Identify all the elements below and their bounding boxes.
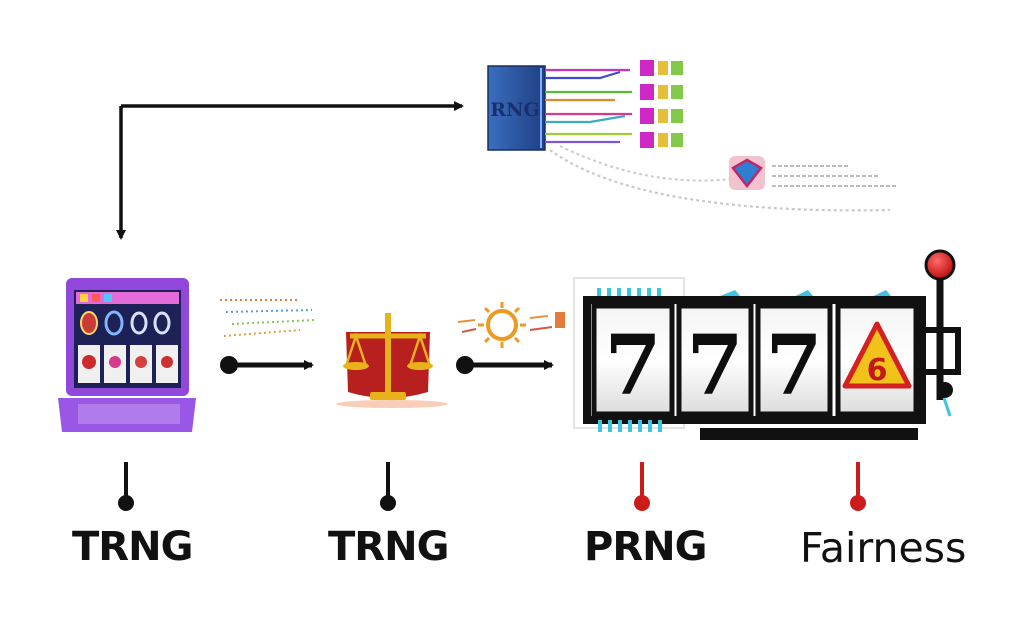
arrow-scale-to-slot [456, 356, 554, 374]
chip-output-blocks [640, 60, 683, 148]
diamond-gem-icon [729, 156, 765, 190]
pin-1 [118, 462, 134, 511]
label-fairness: Fairness [800, 524, 967, 572]
balance-scale-icon [336, 313, 448, 408]
label-trng-1: TRNG [72, 524, 193, 570]
faint-text-lines [772, 165, 898, 187]
label-prng: PRNG [584, 524, 707, 570]
reel-2-symbol: 7 [686, 318, 743, 414]
reel-1-symbol: 7 [604, 318, 661, 414]
pin-3 [634, 462, 650, 511]
label-trng-2: TRNG [328, 524, 449, 570]
signal-streaks [220, 299, 315, 337]
sunburst-icon [457, 302, 565, 348]
reel-4-symbol: 6 [867, 353, 888, 388]
arrow-laptop-to-scale [220, 356, 314, 374]
reel-3-symbol: 7 [765, 318, 822, 414]
laptop-slot-game-icon [58, 278, 196, 432]
pin-2 [380, 462, 396, 511]
chip-label: RNG [490, 99, 539, 121]
feedback-arrow [116, 101, 464, 240]
slot-machine-icon: 7 7 7 6 [573, 249, 961, 440]
rng-chip-icon: RNG [487, 65, 546, 151]
warning-triangle-icon: 6 [842, 321, 912, 389]
pin-4 [850, 462, 866, 511]
chip-wires [545, 68, 891, 212]
